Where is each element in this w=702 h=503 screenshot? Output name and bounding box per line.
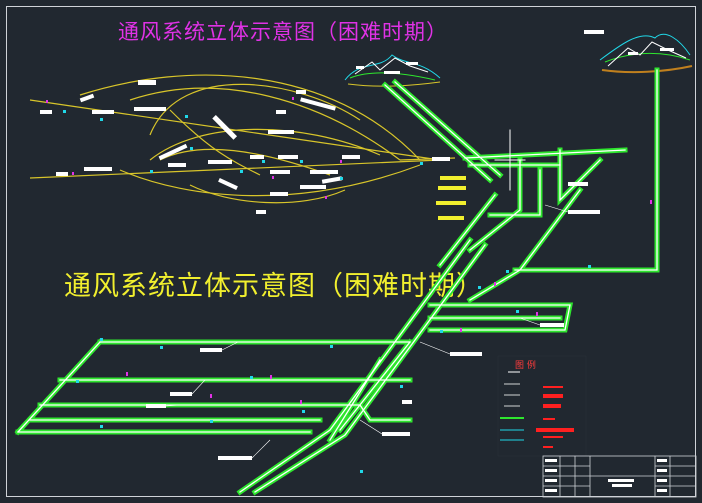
node-label — [296, 90, 306, 94]
network-center-arc — [149, 128, 381, 161]
node-label — [84, 167, 112, 171]
node-label — [250, 155, 264, 159]
terrain-label — [356, 66, 364, 69]
surface-terrain-right — [599, 33, 693, 74]
yellow-labels — [436, 176, 466, 220]
network-lower-line — [29, 159, 441, 179]
terrain-label — [660, 48, 674, 51]
network-upper-arc — [79, 74, 421, 161]
top-title: 通风系统立体示意图（困难时期） — [118, 20, 448, 44]
title-block-fills — [545, 459, 667, 492]
terrain-label — [584, 30, 604, 34]
main-title: 通风系统立体示意图（困难时期） — [64, 271, 484, 302]
node-label — [300, 185, 326, 189]
airway-markers-pink — [126, 200, 652, 404]
terrain-label — [384, 71, 400, 74]
legend-box — [497, 355, 587, 457]
node-label — [134, 107, 166, 111]
network-lower-loop — [189, 184, 346, 204]
network-cross-arc — [159, 148, 331, 176]
network-bottom-arc — [119, 164, 421, 197]
node-label — [256, 210, 266, 214]
airway-tunnels — [14, 67, 660, 496]
node-label — [300, 97, 336, 111]
node-label — [270, 170, 290, 174]
title-block — [542, 455, 697, 498]
ventilation-network-graph — [29, 74, 456, 204]
node-label — [168, 163, 186, 167]
node-label — [278, 155, 298, 159]
node-label — [268, 130, 294, 134]
node-label — [138, 80, 156, 85]
node-label — [321, 176, 343, 184]
label-leaders — [165, 204, 569, 459]
node-label — [56, 172, 68, 176]
node-label — [310, 170, 338, 174]
network-inner-arc — [149, 83, 361, 136]
node-label — [158, 143, 188, 161]
network-diag-arc — [169, 109, 261, 176]
terrain-label — [406, 62, 418, 65]
node-label — [208, 160, 232, 164]
tunnel-labels — [146, 182, 600, 460]
drawing-border-frame — [6, 6, 696, 497]
terrain-label — [628, 52, 638, 55]
network-label-boxes — [40, 80, 450, 214]
node-label — [92, 110, 114, 114]
node-label — [270, 192, 288, 196]
network-mid-arc — [129, 87, 401, 161]
network-markers — [63, 110, 423, 180]
legend-heading: 图 例 — [515, 361, 536, 371]
node-label — [218, 177, 238, 191]
node-label — [79, 93, 95, 103]
node-label — [212, 114, 238, 140]
node-label — [432, 157, 450, 161]
airway-markers-cyan — [76, 265, 591, 473]
node-label — [342, 155, 360, 159]
network-pink-markers — [46, 97, 342, 199]
node-label — [40, 110, 52, 114]
node-label — [276, 110, 286, 114]
